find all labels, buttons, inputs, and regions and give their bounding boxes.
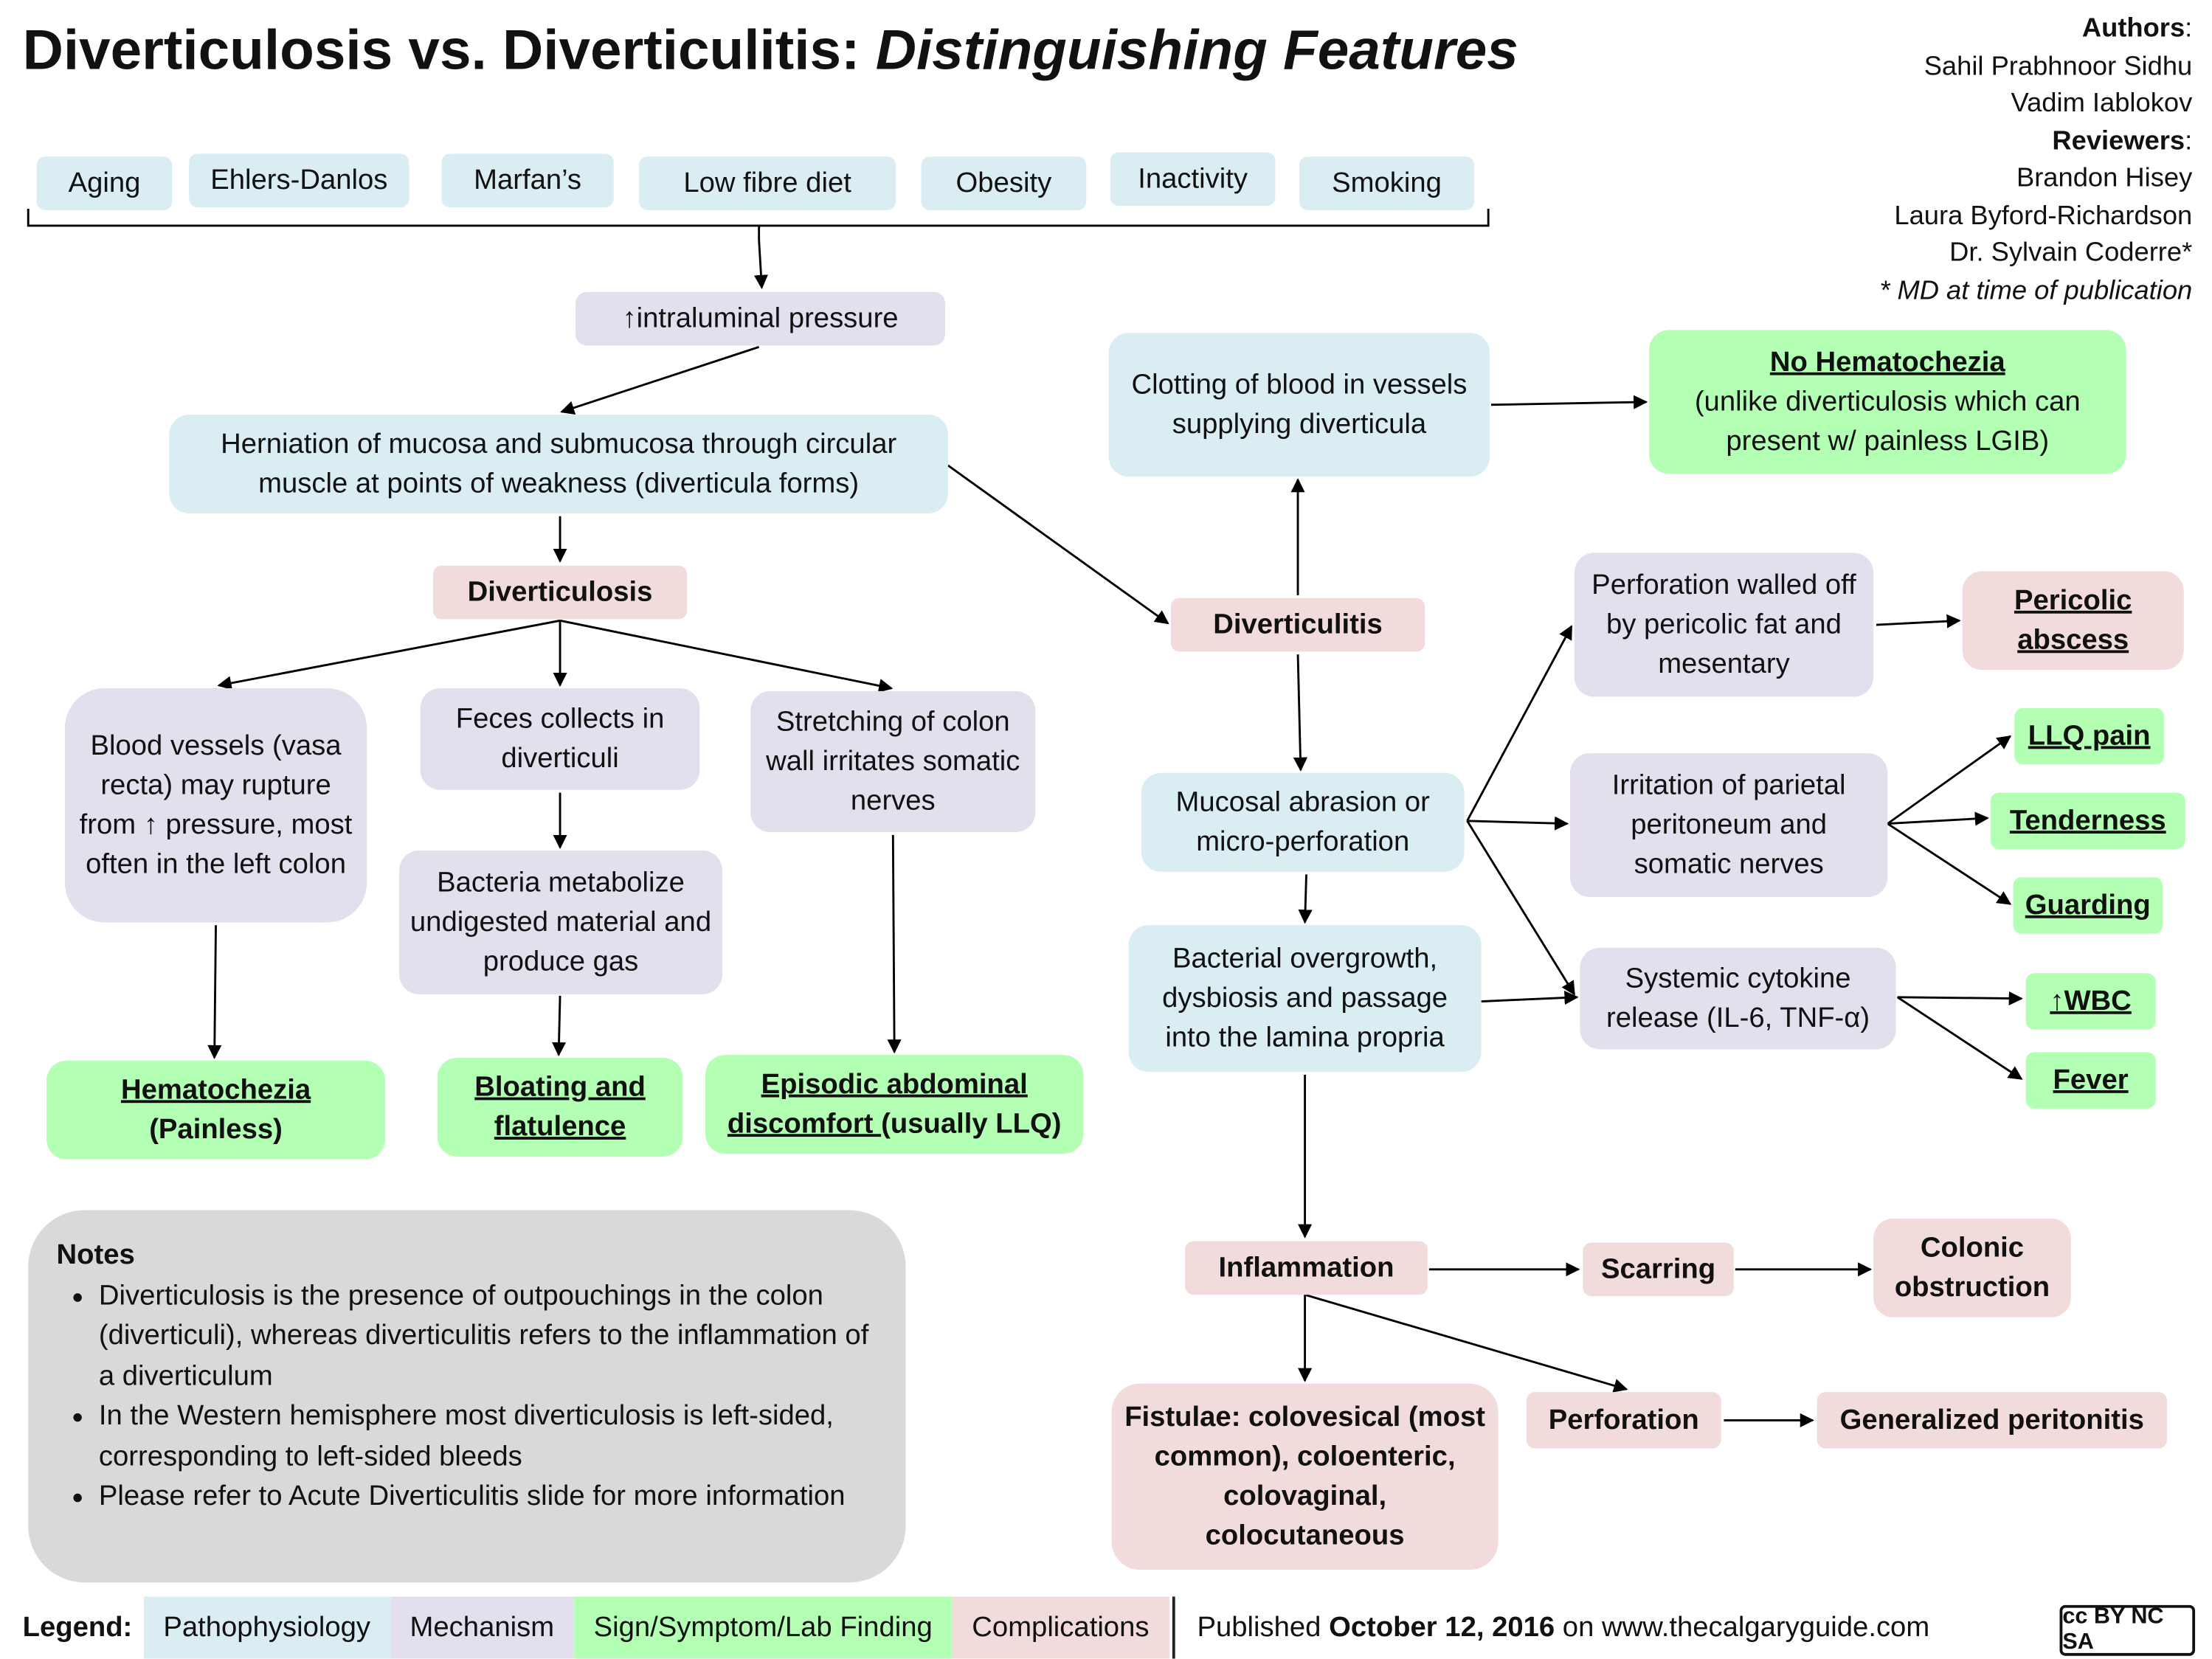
arrow-diverticulosis-to-stretching [559,619,894,693]
note-item-3: Please refer to Acute Diverticulitis sli… [99,1477,877,1517]
node-bacteria-metabolize: Bacteria metabolize undigested material … [399,850,722,994]
reviewers-label: Reviewers [2052,126,2185,156]
arrow-inflammation-to-perforation [1304,1293,1628,1393]
arrow-herniation-to-diverticulitis [947,464,1169,625]
node-guarding: Guarding [2013,877,2163,934]
legend-mechanism: Mechanism [390,1596,574,1659]
node-inflammation: Inflammation [1185,1241,1428,1295]
note-item-2: In the Western hemisphere most diverticu… [99,1396,877,1477]
node-feces-collects: Feces collects in diverticuli [420,688,700,790]
note-item-1: Diverticulosis is the presence of outpou… [99,1275,877,1396]
arrow-overgrowth-to-cytokine [1481,990,1579,1005]
arrow-mucosal-to-irritation [1467,816,1569,831]
published-line: Published October 12, 2016 on www.thecal… [1197,1611,1930,1643]
node-bloating: Bloating and flatulence [437,1058,683,1157]
episodic-rest: (usually LLQ) [881,1108,1062,1140]
node-intraluminal-pressure: ↑intraluminal pressure [576,291,946,346]
legend-label: Legend: [22,1611,133,1643]
node-tenderness: Tenderness [1990,792,2185,850]
no-hematochezia-label: No Hematochezia [1769,347,2005,378]
arrow-mucosal-to-overgrowth [1298,874,1313,924]
legend-bar: Legend: Pathophysiology Mechanism Sign/S… [0,1596,2212,1659]
node-perforation: Perforation [1526,1392,1721,1449]
notes-panel: Notes Diverticulosis is the presence of … [28,1210,906,1583]
arrow-clotting-to-no-hematochezia [1490,395,1648,409]
arrow-brace-to-pressure [753,239,769,289]
hematochezia-sub: (Painless) [149,1114,283,1146]
arrow-irritation-to-guarding [1887,822,2012,905]
episodic-label: Episodic abdominal discomfort [727,1069,1028,1140]
node-generalized-peritonitis: Generalized peritonitis [1817,1392,2167,1449]
node-scarring: Scarring [1583,1242,1734,1297]
arrow-bacteria-to-bloating [552,995,567,1057]
node-perforation-walled-off: Perforation walled off by pericolic fat … [1574,553,1874,697]
reviewer-2: Laura Byford-Richardson [1894,201,2193,231]
node-diverticulitis: Diverticulitis [1170,598,1425,652]
node-wbc: ↑WBC [2025,973,2156,1030]
arrow-mucosal-to-cytokine [1466,820,1576,996]
node-no-hematochezia: No Hematochezia (unlike diverticulosis w… [1649,330,2126,474]
node-hematochezia: Hematochezia (Painless) [46,1060,385,1160]
risk-factor-aging: Aging [36,156,173,210]
node-bacterial-overgrowth: Bacterial overgrowth, dysbiosis and pass… [1128,925,1482,1073]
authors-label: Authors [2081,14,2185,44]
risk-factor-low-fibre-diet: Low fibre diet [639,156,896,210]
node-pericolic-abscess: Pericolic abscess [1962,571,2184,671]
page-title: Diverticulosis vs. Diverticulitis: Disti… [22,19,1518,82]
node-clotting: Clotting of blood in vessels supplying d… [1108,333,1490,477]
arrow-irritation-to-llq [1887,735,2012,825]
risk-factor-obesity: Obesity [921,156,1087,210]
credits-footnote: * MD at time of publication [1879,275,2193,305]
node-systemic-cytokine: Systemic cytokine release (IL-6, TNF-α) [1580,947,1896,1050]
author-1: Sahil Prabhnoor Sidhu [1924,51,2193,81]
node-fever: Fever [2025,1052,2156,1109]
node-diverticulosis: Diverticulosis [432,565,688,620]
arrow-diverticulosis-to-vessels [217,619,561,690]
node-stretching: Stretching of colon wall irritates somat… [750,690,1036,833]
arrow-stretching-to-episodic [887,834,902,1054]
legend-pathophysiology: Pathophysiology [143,1596,390,1659]
arrow-walled-to-abscess [1876,614,1961,628]
node-colonic-obstruction: Colonic obstruction [1873,1218,2071,1317]
risk-factor-inactivity: Inactivity [1110,152,1276,207]
no-hematochezia-sub: (unlike diverticulosis which can present… [1694,386,2081,457]
legend-complications: Complications [952,1596,1169,1659]
risk-factor-smoking: Smoking [1299,156,1475,210]
arrow-mucosal-to-walled [1466,625,1573,822]
risk-factor-ehlers-danlos: Ehlers-Danlos [189,153,409,208]
arrow-pressure-to-herniation [560,345,760,415]
arrow-irritation-to-tenderness [1887,811,1989,826]
arrow-diverticulitis-to-mucosal [1293,654,1308,772]
creative-commons-license-badge: cc BY NC SA [2059,1604,2196,1656]
arrow-vessels-to-hematochezia [207,925,222,1059]
node-llq-pain: LLQ pain [2014,707,2165,765]
arrow-cytokine-to-fever [1896,996,2023,1080]
reviewer-1: Brandon Hisey [2016,163,2193,193]
node-fistulae: Fistulae: colovesical (most common), col… [1111,1383,1499,1570]
node-blood-vessels: Blood vessels (vasa recta) may rupture f… [64,688,367,923]
author-2: Vadim Iablokov [2011,89,2193,119]
risk-factor-brace [27,208,1490,240]
node-mucosal-abrasion: Mucosal abrasion or micro-perforation [1141,772,1465,872]
arrow-cytokine-to-wbc [1897,991,2023,1006]
node-episodic-discomfort: Episodic abdominal discomfort (usually L… [705,1055,1084,1154]
node-herniation: Herniation of mucosa and submucosa throu… [169,415,948,513]
legend-sign-symptom: Sign/Symptom/Lab Finding [573,1596,953,1659]
notes-heading: Notes [56,1239,135,1271]
risk-factor-marfans: Marfan’s [441,153,614,208]
hematochezia-label: Hematochezia [120,1074,311,1106]
node-irritation-peritoneum: Irritation of parietal peritoneum and so… [1570,753,1888,898]
reviewer-3: Dr. Sylvain Coderre* [1949,238,2193,269]
legend-divider [1172,1596,1175,1659]
published-date: October 12, 2016 [1329,1611,1555,1643]
credits: Authors: Sahil Prabhnoor Sidhu Vadim Iab… [1879,11,2192,310]
